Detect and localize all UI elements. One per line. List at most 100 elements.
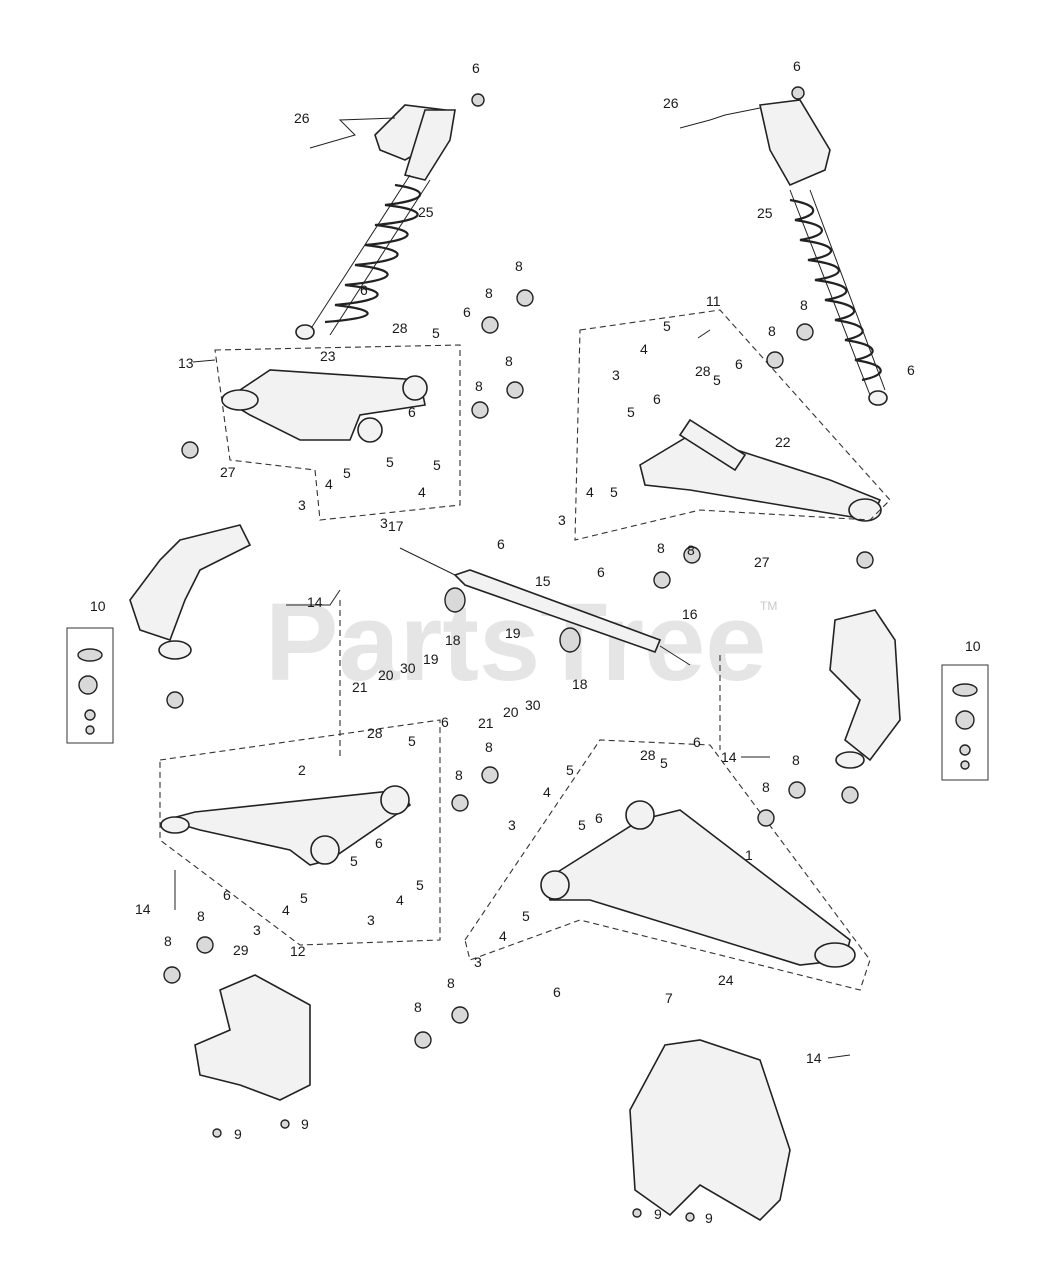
callout-26: 26 bbox=[663, 95, 679, 111]
callout-6: 6 bbox=[653, 391, 661, 407]
callout-9: 9 bbox=[301, 1116, 309, 1132]
callout-18: 18 bbox=[445, 632, 461, 648]
callout-28: 28 bbox=[392, 320, 408, 336]
callout-5: 5 bbox=[663, 318, 671, 334]
callout-10: 10 bbox=[965, 638, 981, 654]
callout-28: 28 bbox=[640, 747, 656, 763]
left-knuckle bbox=[129, 524, 252, 660]
callout-8: 8 bbox=[657, 540, 665, 556]
upper-left-a-arm bbox=[221, 369, 428, 443]
callout-24: 24 bbox=[718, 972, 734, 988]
callout-6: 6 bbox=[472, 60, 480, 76]
callout-20: 20 bbox=[378, 667, 394, 683]
callout-8: 8 bbox=[475, 378, 483, 394]
callout-5: 5 bbox=[343, 465, 351, 481]
callout-4: 4 bbox=[499, 928, 507, 944]
callout-3: 3 bbox=[298, 497, 306, 513]
callout-29: 29 bbox=[233, 942, 249, 958]
callout-14: 14 bbox=[307, 594, 323, 610]
callout-5: 5 bbox=[610, 484, 618, 500]
callout-17: 17 bbox=[388, 518, 404, 534]
callout-12: 12 bbox=[290, 943, 306, 959]
callout-25: 25 bbox=[757, 205, 773, 221]
callout-6: 6 bbox=[735, 356, 743, 372]
callout-6: 6 bbox=[793, 58, 801, 74]
upper-right-a-arm bbox=[639, 418, 882, 522]
callout-9: 9 bbox=[705, 1210, 713, 1226]
callout-21: 21 bbox=[478, 715, 494, 731]
callout-10: 10 bbox=[90, 598, 106, 614]
callout-6: 6 bbox=[463, 304, 471, 320]
callout-16: 16 bbox=[682, 606, 698, 622]
callout-5: 5 bbox=[350, 853, 358, 869]
callout-6: 6 bbox=[693, 734, 701, 750]
callout-6: 6 bbox=[597, 564, 605, 580]
callout-5: 5 bbox=[300, 890, 308, 906]
callout-6: 6 bbox=[595, 810, 603, 826]
callout-8: 8 bbox=[505, 353, 513, 369]
watermark-trademark: TM bbox=[760, 599, 777, 613]
callout-7: 7 bbox=[665, 990, 673, 1006]
right-knuckle bbox=[829, 609, 901, 769]
left-shock-absorber bbox=[295, 104, 456, 340]
callout-1: 1 bbox=[745, 847, 753, 863]
ball-joints bbox=[166, 441, 874, 804]
lower-left-a-arm bbox=[160, 785, 412, 866]
group-outlines bbox=[159, 309, 891, 991]
callout-14: 14 bbox=[135, 901, 151, 917]
callout-19: 19 bbox=[505, 625, 521, 641]
callout-13: 13 bbox=[178, 355, 194, 371]
callout-5: 5 bbox=[713, 372, 721, 388]
right-ball-joint-kit bbox=[941, 664, 989, 781]
callout-6: 6 bbox=[408, 404, 416, 420]
callout-4: 4 bbox=[640, 341, 648, 357]
callout-23: 23 bbox=[320, 348, 336, 364]
callout-11: 11 bbox=[706, 293, 721, 309]
callout-30: 30 bbox=[525, 697, 541, 713]
callout-6: 6 bbox=[360, 282, 368, 298]
callout-8: 8 bbox=[768, 323, 776, 339]
callout-8: 8 bbox=[762, 779, 770, 795]
callout-6: 6 bbox=[907, 362, 915, 378]
callout-22: 22 bbox=[775, 434, 791, 450]
callout-9: 9 bbox=[234, 1126, 242, 1142]
callout-8: 8 bbox=[792, 752, 800, 768]
callout-27: 27 bbox=[754, 554, 770, 570]
callout-4: 4 bbox=[396, 892, 404, 908]
callout-27: 27 bbox=[220, 464, 236, 480]
callout-5: 5 bbox=[627, 404, 635, 420]
callout-6: 6 bbox=[553, 984, 561, 1000]
callout-3: 3 bbox=[612, 367, 620, 383]
right-shock-absorber bbox=[759, 99, 888, 406]
callout-28: 28 bbox=[367, 725, 383, 741]
callout-8: 8 bbox=[515, 258, 523, 274]
callout-26: 26 bbox=[294, 110, 310, 126]
right-a-arm-guard bbox=[629, 1039, 791, 1222]
callout-6: 6 bbox=[497, 536, 505, 552]
callout-5: 5 bbox=[660, 755, 668, 771]
callout-4: 4 bbox=[418, 484, 426, 500]
callout-2: 2 bbox=[298, 762, 306, 778]
callout-3: 3 bbox=[367, 912, 375, 928]
callout-5: 5 bbox=[432, 325, 440, 341]
stabilizer-bar bbox=[399, 547, 691, 666]
left-a-arm-guard bbox=[194, 974, 311, 1101]
callout-4: 4 bbox=[586, 484, 594, 500]
callout-5: 5 bbox=[416, 877, 424, 893]
callout-8: 8 bbox=[197, 908, 205, 924]
callout-6: 6 bbox=[441, 714, 449, 730]
callout-8: 8 bbox=[455, 767, 463, 783]
callout-15: 15 bbox=[535, 573, 551, 589]
callout-6: 6 bbox=[223, 887, 231, 903]
callout-8: 8 bbox=[485, 739, 493, 755]
callout-30: 30 bbox=[400, 660, 416, 676]
callout-6: 6 bbox=[375, 835, 383, 851]
callout-5: 5 bbox=[566, 762, 574, 778]
callout-3: 3 bbox=[253, 922, 261, 938]
callout-5: 5 bbox=[408, 733, 416, 749]
callout-3: 3 bbox=[508, 817, 516, 833]
callout-labels: 6 26 25 6 8 8 28 5 6 13 23 8 8 6 27 5 5 … bbox=[90, 58, 981, 1226]
callout-4: 4 bbox=[282, 902, 290, 918]
callout-8: 8 bbox=[164, 933, 172, 949]
